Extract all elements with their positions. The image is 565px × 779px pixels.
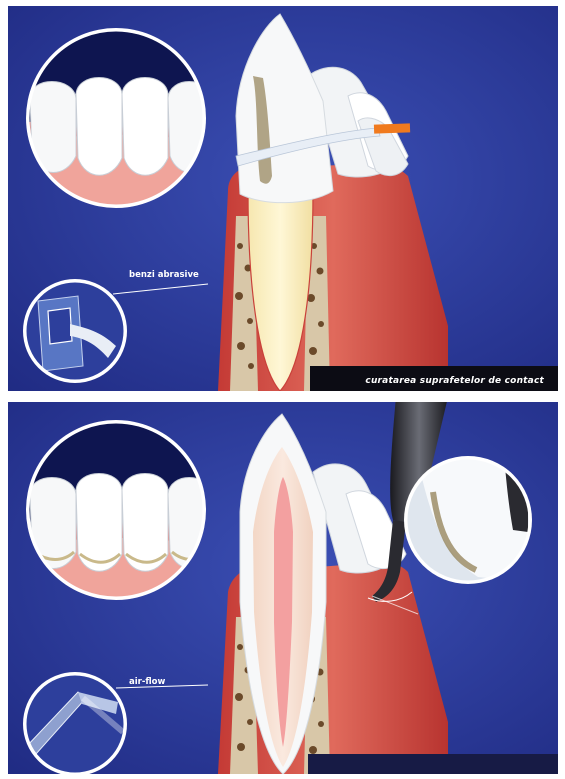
panel-abrasive-strips: benzi abrasive curatarea suprafetelor de… bbox=[8, 6, 558, 391]
tool-label-abrasive-strips: benzi abrasive bbox=[129, 270, 199, 280]
abrasive-strip-tip bbox=[374, 123, 410, 133]
panel-air-flow: air-flow bbox=[8, 402, 558, 774]
tool-label-air-flow: air-flow bbox=[129, 677, 165, 687]
illustration-air-flow bbox=[8, 402, 558, 774]
caption-bar: curatarea suprafetelor de contact bbox=[310, 366, 558, 391]
illustration-abrasive-strips bbox=[8, 6, 558, 391]
magnifier-abrasive-strip bbox=[23, 279, 127, 383]
magnifier-air-flow-tip bbox=[23, 672, 127, 774]
caption-text: curatarea suprafetelor de contact bbox=[365, 376, 544, 386]
